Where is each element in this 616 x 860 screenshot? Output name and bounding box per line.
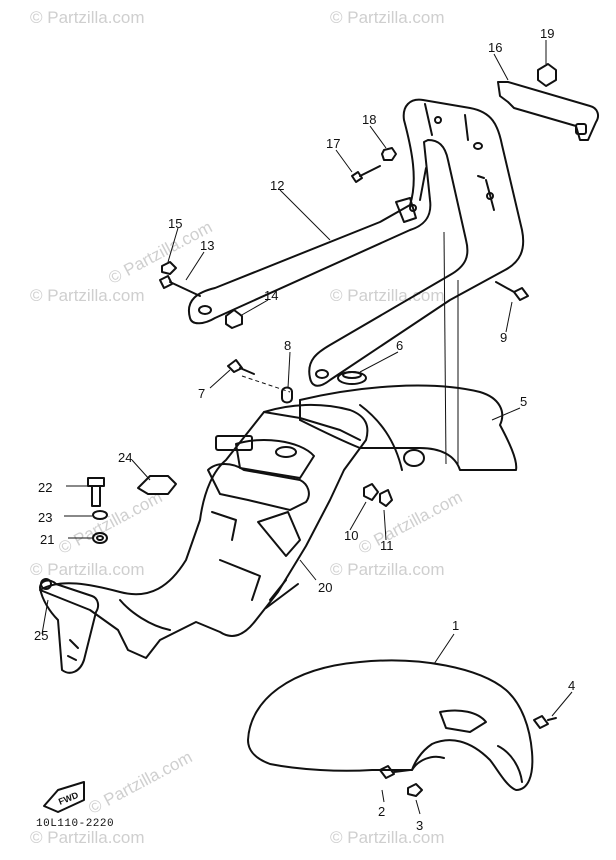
bolt-2 (379, 765, 411, 779)
grab-bar (187, 98, 525, 387)
nut-18 (381, 147, 397, 161)
bolt-22 (87, 477, 105, 507)
bolt-7 (227, 359, 255, 375)
bolt-4 (533, 715, 557, 729)
diagram-code: 10L110-2220 (36, 818, 115, 830)
bolt-9 (495, 281, 529, 301)
callout-11: 11 (380, 538, 394, 553)
watermark: © Partzilla.com (330, 8, 445, 27)
callout-13: 13 (200, 238, 214, 253)
callout-7: 7 (198, 386, 205, 401)
watermark: © Partzilla.com (330, 828, 445, 847)
callout-14: 14 (264, 288, 278, 303)
callout-10: 10 (344, 528, 358, 543)
watermark: © Partzilla.com (330, 286, 445, 305)
watermark: © Partzilla.com (30, 8, 145, 27)
callout-4: 4 (568, 678, 575, 693)
nut-14 (225, 309, 243, 329)
callout-6: 6 (396, 338, 403, 353)
bracket-24 (137, 475, 177, 495)
grab-bar-cap (497, 81, 599, 141)
callout-25: 25 (34, 628, 48, 643)
callout-3: 3 (416, 818, 423, 833)
callout-23: 23 (38, 510, 52, 525)
washer-23 (92, 510, 108, 520)
rear-fender (299, 384, 518, 471)
grommet-8 (281, 386, 293, 404)
callout-19: 19 (540, 26, 554, 41)
collar-11 (379, 489, 393, 507)
callout-24: 24 (118, 450, 132, 465)
callout-18: 18 (362, 112, 376, 127)
bolt-13 (159, 275, 201, 297)
front-fender (247, 659, 534, 791)
bolt-17 (351, 165, 381, 183)
callout-1: 1 (452, 618, 459, 633)
grommet-21 (92, 532, 108, 544)
callout-numbers: 1 2 3 4 5 6 7 8 9 10 11 12 13 14 15 16 1… (34, 26, 575, 833)
callout-16: 16 (488, 40, 502, 55)
callout-15: 15 (168, 216, 182, 231)
callout-12: 12 (270, 178, 284, 193)
callout-2: 2 (378, 804, 385, 819)
washer-15 (161, 261, 177, 275)
inner-fender (39, 403, 369, 659)
leader-lines (41, 40, 573, 815)
nut-3 (407, 783, 423, 797)
watermark: © Partzilla.com (30, 560, 145, 579)
callout-21: 21 (40, 532, 54, 547)
callout-22: 22 (38, 480, 52, 495)
watermark: © Partzilla.com (30, 286, 145, 305)
watermark: © Partzilla.com (330, 560, 445, 579)
grommet-10 (363, 483, 379, 501)
nut-19 (537, 63, 557, 87)
callout-5: 5 (520, 394, 527, 409)
mud-flap (39, 579, 100, 674)
callout-17: 17 (326, 136, 340, 151)
callout-8: 8 (284, 338, 291, 353)
watermark: © Partzilla.com (30, 828, 145, 847)
callout-20: 20 (318, 580, 332, 595)
fwd-arrow-icon (43, 781, 85, 813)
callout-9: 9 (500, 330, 507, 345)
